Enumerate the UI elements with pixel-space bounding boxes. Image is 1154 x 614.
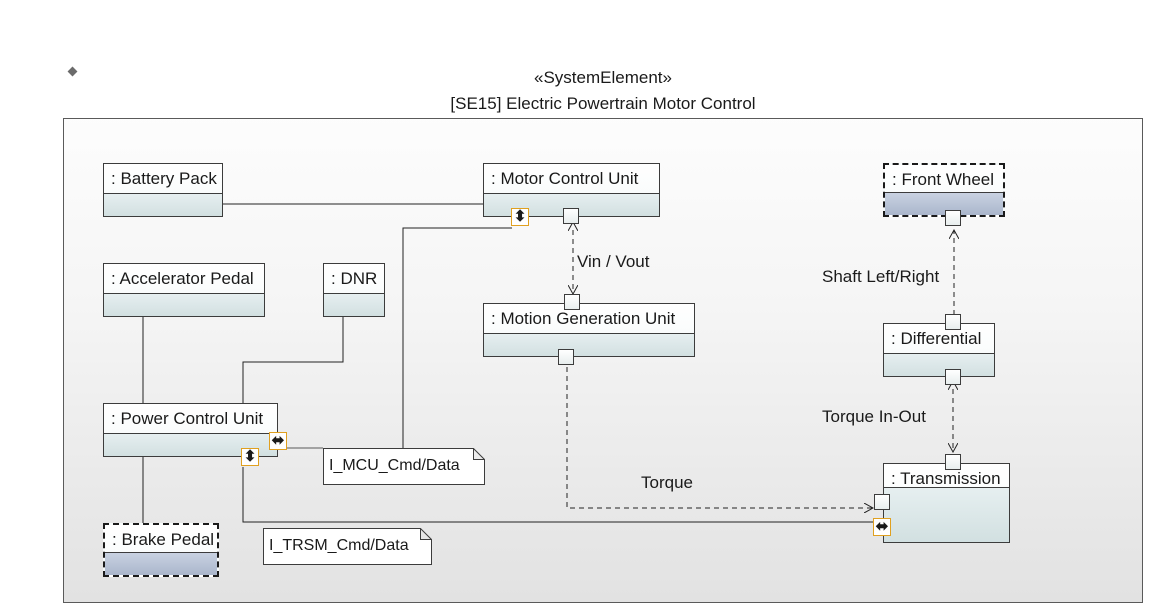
differential-top-flow-port[interactable]: [945, 314, 961, 330]
trsm-interface-note[interactable]: I_TRSM_Cmd/Data: [263, 528, 432, 565]
transmission-part[interactable]: : Transmission: [883, 463, 1010, 543]
accelerator-pedal-compartment: [104, 293, 264, 316]
pcu-updown-port-icon[interactable]: ⬍: [241, 448, 259, 466]
dnr-compartment: [324, 293, 384, 316]
mgu-bottom-flow-port[interactable]: [558, 349, 574, 365]
differential-compartment: [884, 353, 994, 376]
mcu-interface-note[interactable]: I_MCU_Cmd/Data: [323, 448, 485, 485]
mcu-interface-label: I_MCU_Cmd/Data: [329, 457, 460, 474]
motor-control-unit-label: : Motor Control Unit: [491, 169, 639, 188]
accelerator-pedal-part[interactable]: : Accelerator Pedal: [103, 263, 265, 317]
battery-pack-part[interactable]: : Battery Pack: [103, 163, 223, 217]
trsm-interface-label: I_TRSM_Cmd/Data: [269, 537, 409, 554]
torque-in-out-label: Torque In-Out: [822, 407, 926, 426]
transmission-compartment: [884, 487, 1009, 542]
pcu-trsm-interface-connector[interactable]: [242, 467, 874, 523]
accelerator-pedal-label: : Accelerator Pedal: [111, 269, 254, 288]
torque-label: Torque: [641, 473, 693, 492]
motion-generation-unit-compartment: [484, 333, 694, 356]
differential-bottom-flow-port[interactable]: [945, 369, 961, 385]
pcu-leftright-port-icon[interactable]: ⬌: [269, 432, 287, 450]
differential-part[interactable]: : Differential: [883, 323, 995, 377]
motion-generation-unit-part[interactable]: : Motion Generation Unit: [483, 303, 695, 357]
front-wheel-part[interactable]: : Front Wheel: [883, 163, 1005, 217]
frame-stereotype: «SystemElement»: [534, 68, 672, 87]
brake-pedal-part[interactable]: : Brake Pedal: [103, 523, 219, 577]
power-control-unit-part[interactable]: : Power Control Unit: [103, 403, 278, 457]
brake-pedal-compartment: [105, 552, 217, 575]
transmission-label: : Transmission: [891, 469, 1001, 488]
dnr-part[interactable]: : DNR: [323, 263, 385, 317]
transmission-top-flow-port[interactable]: [945, 454, 961, 470]
mgu-top-flow-port[interactable]: [564, 294, 580, 310]
differential-label: : Differential: [891, 329, 982, 348]
brake-pedal-label: : Brake Pedal: [112, 530, 215, 549]
mcu-flow-port[interactable]: [563, 208, 579, 224]
mcu-interface-connector[interactable]: [402, 227, 512, 448]
transmission-left-flow-port[interactable]: [874, 494, 890, 510]
battery-pack-compartment: [104, 193, 222, 216]
front-wheel-compartment: [885, 192, 1003, 215]
dnr-pcu-connector[interactable]: [242, 317, 344, 404]
vin-vout-label: Vin / Vout: [577, 252, 650, 271]
battery-pack-label: : Battery Pack: [111, 169, 217, 188]
power-control-unit-label: : Power Control Unit: [111, 409, 264, 428]
power-control-unit-compartment: [104, 433, 277, 456]
torque-flow[interactable]: [566, 367, 873, 508]
mcu-updown-port-icon[interactable]: ⬍: [511, 208, 529, 226]
dnr-label: : DNR: [331, 269, 378, 288]
motion-generation-unit-label: : Motion Generation Unit: [491, 309, 676, 328]
front-wheel-label: : Front Wheel: [892, 170, 995, 189]
transmission-leftright-port-icon[interactable]: ⬌: [873, 518, 891, 536]
shaft-label: Shaft Left/Right: [822, 267, 940, 286]
frame-header: «SystemElement» [SE15] Electric Powertra…: [63, 63, 1143, 119]
front-wheel-flow-port[interactable]: [945, 210, 961, 226]
frame-title: [SE15] Electric Powertrain Motor Control: [450, 94, 756, 113]
